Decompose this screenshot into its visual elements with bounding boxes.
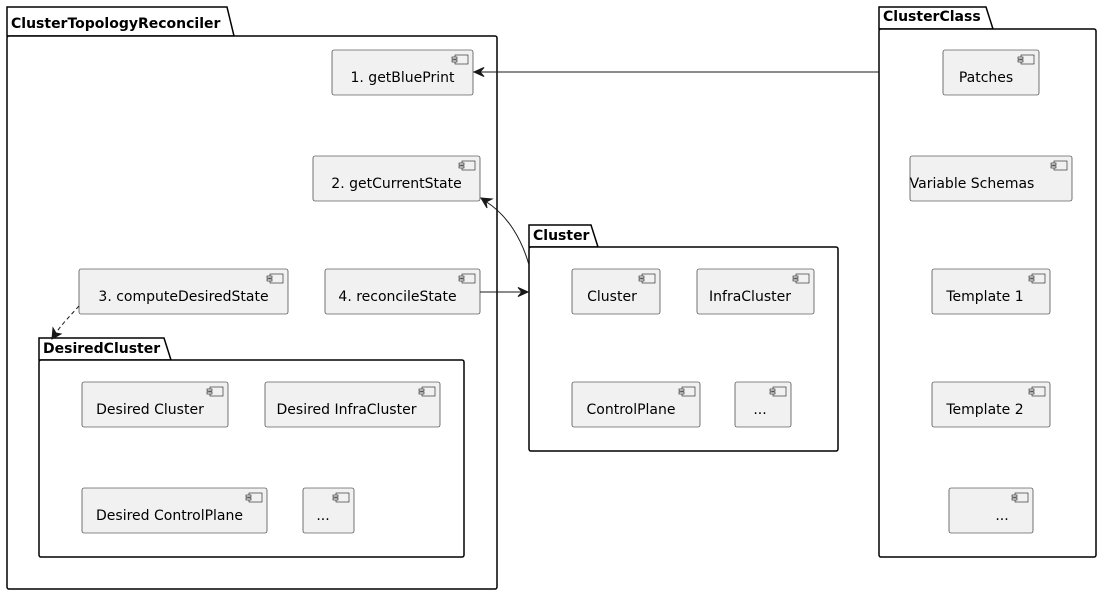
component-icon bbox=[792, 273, 810, 284]
component-icon bbox=[245, 492, 263, 503]
component-label: 4. reconcileState bbox=[338, 289, 456, 305]
package-title: ClusterClass bbox=[883, 9, 981, 25]
component-label: Desired InfraCluster bbox=[277, 402, 417, 418]
component-template-2[interactable]: Template 2 bbox=[931, 381, 1051, 428]
package-title: Cluster bbox=[533, 228, 590, 244]
component-icon bbox=[458, 273, 476, 284]
component-label: Cluster bbox=[587, 289, 637, 305]
component-label: InfraCluster bbox=[709, 289, 791, 305]
component-desired-infra-cluster[interactable]: Desired InfraCluster bbox=[264, 381, 441, 428]
component-label: ... bbox=[753, 402, 766, 418]
component-desired-ellipsis[interactable]: ... bbox=[302, 487, 355, 534]
component-infra-cluster[interactable]: InfraCluster bbox=[696, 268, 815, 315]
component-class-ellipsis[interactable]: ... bbox=[948, 487, 1034, 534]
component-icon bbox=[458, 160, 476, 171]
component-variable-schemas[interactable]: Variable Schemas bbox=[910, 155, 1073, 202]
component-label: Template 2 bbox=[945, 402, 1023, 418]
component-icon bbox=[332, 492, 350, 503]
component-label: ... bbox=[316, 508, 329, 524]
component-icon bbox=[638, 273, 656, 284]
component-desired-control-plane[interactable]: Desired ControlPlane bbox=[81, 487, 268, 534]
component-label: Patches bbox=[959, 70, 1013, 86]
component-desired-cluster[interactable]: Desired Cluster bbox=[81, 381, 229, 428]
component-icon bbox=[1011, 492, 1029, 503]
component-get-blueprint[interactable]: 1. getBluePrint bbox=[331, 49, 474, 96]
component-label: 1. getBluePrint bbox=[351, 70, 455, 86]
component-label: Variable Schemas bbox=[910, 176, 1035, 192]
component-label: 3. computeDesiredState bbox=[98, 289, 268, 305]
package-title: ClusterTopologyReconciler bbox=[11, 16, 221, 32]
component-label: ControlPlane bbox=[586, 402, 675, 418]
component-label: ... bbox=[995, 508, 1008, 524]
component-label: Desired ControlPlane bbox=[96, 508, 243, 524]
component-patches[interactable]: Patches bbox=[942, 49, 1040, 96]
component-icon bbox=[1028, 386, 1046, 397]
component-label: Template 1 bbox=[945, 289, 1023, 305]
edge-reconcilestate-to-cluster bbox=[480, 287, 530, 297]
component-icon bbox=[1028, 273, 1046, 284]
component-cluster-ellipsis[interactable]: ... bbox=[734, 381, 792, 428]
component-icon bbox=[1017, 54, 1035, 65]
package-title: DesiredCluster bbox=[43, 341, 160, 357]
component-cluster[interactable]: Cluster bbox=[571, 268, 661, 315]
component-icon bbox=[266, 273, 284, 284]
component-icon bbox=[451, 54, 469, 65]
edge-cluster-to-getcurrentstate bbox=[480, 197, 530, 266]
component-icon bbox=[1050, 160, 1068, 171]
component-icon bbox=[206, 386, 224, 397]
component-get-current-state[interactable]: 2. getCurrentState bbox=[312, 155, 481, 202]
component-reconcile-state[interactable]: 4. reconcileState bbox=[324, 268, 481, 315]
component-label: Desired Cluster bbox=[96, 402, 204, 418]
component-label: 2. getCurrentState bbox=[331, 176, 461, 192]
edge-computedesiredstate-to-desiredcluster bbox=[51, 305, 80, 340]
component-compute-desired-state[interactable]: 3. computeDesiredState bbox=[78, 268, 289, 315]
component-control-plane[interactable]: ControlPlane bbox=[571, 381, 701, 428]
edge-clusterclass-to-getblueprint bbox=[472, 67, 879, 77]
component-icon bbox=[769, 386, 787, 397]
component-template-1[interactable]: Template 1 bbox=[931, 268, 1051, 315]
component-icon bbox=[678, 386, 696, 397]
component-icon bbox=[418, 386, 436, 397]
